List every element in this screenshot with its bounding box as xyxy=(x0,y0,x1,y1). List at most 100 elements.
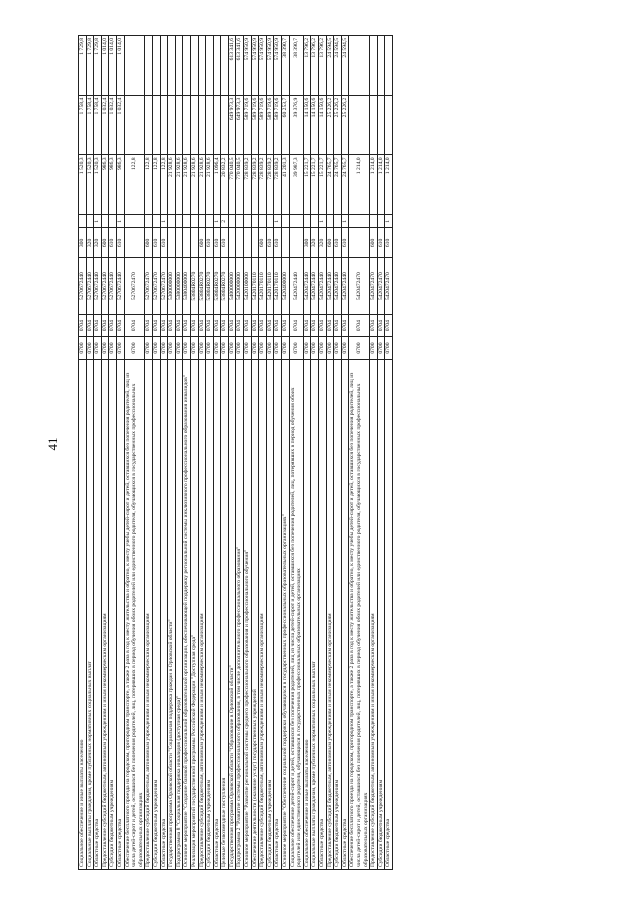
subsection-code: 0704 xyxy=(273,314,282,337)
section-code: 0700 xyxy=(251,336,259,360)
amount-year-1: 21 928,6 xyxy=(190,154,198,215)
target-article: 5270672440 xyxy=(86,257,94,315)
source-code xyxy=(78,214,87,228)
row-name: Субсидии бюджетным учреждениям xyxy=(108,359,117,870)
row-name: Обеспечение бесплатного проезда на город… xyxy=(124,359,145,870)
amount-year-2 xyxy=(377,95,385,155)
table-row: Социальное обеспечение и иные выплаты на… xyxy=(303,35,311,870)
table-row: Основное мероприятие "Создание базовой п… xyxy=(182,35,191,870)
amount-year-3 xyxy=(213,35,221,96)
source-code xyxy=(251,214,259,228)
amount-year-2: 39 376,9 xyxy=(289,95,304,155)
expense-type xyxy=(190,228,198,258)
subsection-code: 0704 xyxy=(182,314,191,337)
row-name: Предоставление субсидий бюджетным, автон… xyxy=(101,359,109,870)
amount-year-2: 14 150,6 xyxy=(303,95,311,155)
subsection-code: 0704 xyxy=(348,314,370,337)
table-row: Социальное обеспечение и иные выплаты на… xyxy=(78,35,87,870)
expense-type xyxy=(348,228,370,258)
target-article: 5420472470 xyxy=(369,257,378,315)
amount-year-1: 21 928,6 xyxy=(198,154,206,215)
target-article: 5420472440 xyxy=(341,257,349,315)
expense-type: 600 xyxy=(144,228,153,258)
target-article: 5420170110 xyxy=(251,257,259,315)
table-row: Подпрограмма 8 "Социальная поддержка инв… xyxy=(175,35,183,870)
subsection-code: 0704 xyxy=(167,314,176,337)
amount-year-3 xyxy=(205,35,214,96)
source-code xyxy=(205,214,214,228)
amount-year-2 xyxy=(144,95,153,155)
target-article: 5380400000 xyxy=(182,257,191,315)
target-article: 5420472470 xyxy=(384,257,393,315)
subsection-code: 0704 xyxy=(93,314,102,337)
table-row: Основное мероприятие "Развитие региональ… xyxy=(243,35,252,870)
expense-type xyxy=(251,228,259,258)
row-name: Предоставление субсидий бюджетным, автон… xyxy=(198,359,206,870)
row-name: Основное мероприятие "Развитие региональ… xyxy=(243,359,252,870)
expense-type: 600 xyxy=(101,228,109,258)
amount-year-3: 574 950,9 xyxy=(266,35,274,96)
amount-year-1: 1 520,3 xyxy=(86,154,94,215)
amount-year-2: 25 226,2 xyxy=(326,95,334,155)
expense-type xyxy=(167,228,176,258)
amount-year-1: 728 839,2 xyxy=(251,154,259,215)
expense-type xyxy=(182,228,191,258)
amount-year-2: 589 719,6 xyxy=(243,95,252,155)
expense-type: 610 xyxy=(266,228,274,258)
amount-year-3: 574 950,9 xyxy=(258,35,267,96)
section-code: 0700 xyxy=(326,336,334,360)
target-article: 53804R0270 xyxy=(220,257,229,315)
table-row: Государственная программа Орловской обла… xyxy=(228,35,236,870)
amount-year-3 xyxy=(348,35,370,96)
amount-year-2 xyxy=(152,95,161,155)
amount-year-2 xyxy=(182,95,191,155)
amount-year-1: 15 221,7 xyxy=(318,154,327,215)
subsection-code: 0704 xyxy=(108,314,117,337)
source-code: 1 xyxy=(273,214,282,228)
source-code: 2 xyxy=(220,214,229,228)
amount-year-1: 1 520,3 xyxy=(78,154,87,215)
section-code: 0700 xyxy=(348,336,370,360)
section-code: 0700 xyxy=(228,336,236,360)
source-code xyxy=(124,214,145,228)
amount-year-1: 986,3 xyxy=(101,154,109,215)
amount-year-2: 25 226,2 xyxy=(341,95,349,155)
target-article: 5270672440 xyxy=(78,257,87,315)
amount-year-1: 122,8 xyxy=(152,154,161,215)
row-name: Областные средства xyxy=(318,359,327,870)
source-code xyxy=(228,214,236,228)
expense-type: 320 xyxy=(310,228,319,258)
row-name: Областные средства xyxy=(213,359,221,870)
source-code xyxy=(235,214,244,228)
target-article: 5420472440 xyxy=(326,257,334,315)
source-code xyxy=(198,214,206,228)
amount-year-2 xyxy=(369,95,378,155)
amount-year-2 xyxy=(384,95,393,155)
row-name: Предоставление субсидий бюджетным, автон… xyxy=(326,359,334,870)
source-code xyxy=(108,214,117,228)
row-name: Государственная программа Орловской обла… xyxy=(228,359,236,870)
amount-year-2 xyxy=(198,95,206,155)
section-code: 0700 xyxy=(124,336,145,360)
amount-year-2: 14 150,6 xyxy=(318,95,327,155)
subsection-code: 0704 xyxy=(258,314,267,337)
subsection-code: 0704 xyxy=(235,314,244,337)
amount-year-2: 1 032,4 xyxy=(108,95,117,155)
source-code: 1 xyxy=(160,214,168,228)
row-name: Социальное обеспечение и иные выплаты на… xyxy=(303,359,311,870)
amount-year-2: 1 032,4 xyxy=(116,95,125,155)
source-code xyxy=(86,214,94,228)
expense-type: 320 xyxy=(93,228,102,258)
target-article: 5270672440 xyxy=(116,257,125,315)
section-code: 0700 xyxy=(78,336,87,360)
target-article: 53804R0270 xyxy=(213,257,221,315)
row-name: Областные средства xyxy=(116,359,125,870)
amount-year-3 xyxy=(182,35,191,96)
expense-type xyxy=(235,228,244,258)
amount-year-1: 21 928,6 xyxy=(182,154,191,215)
expense-type: 610 xyxy=(213,228,221,258)
amount-year-3 xyxy=(377,35,385,96)
